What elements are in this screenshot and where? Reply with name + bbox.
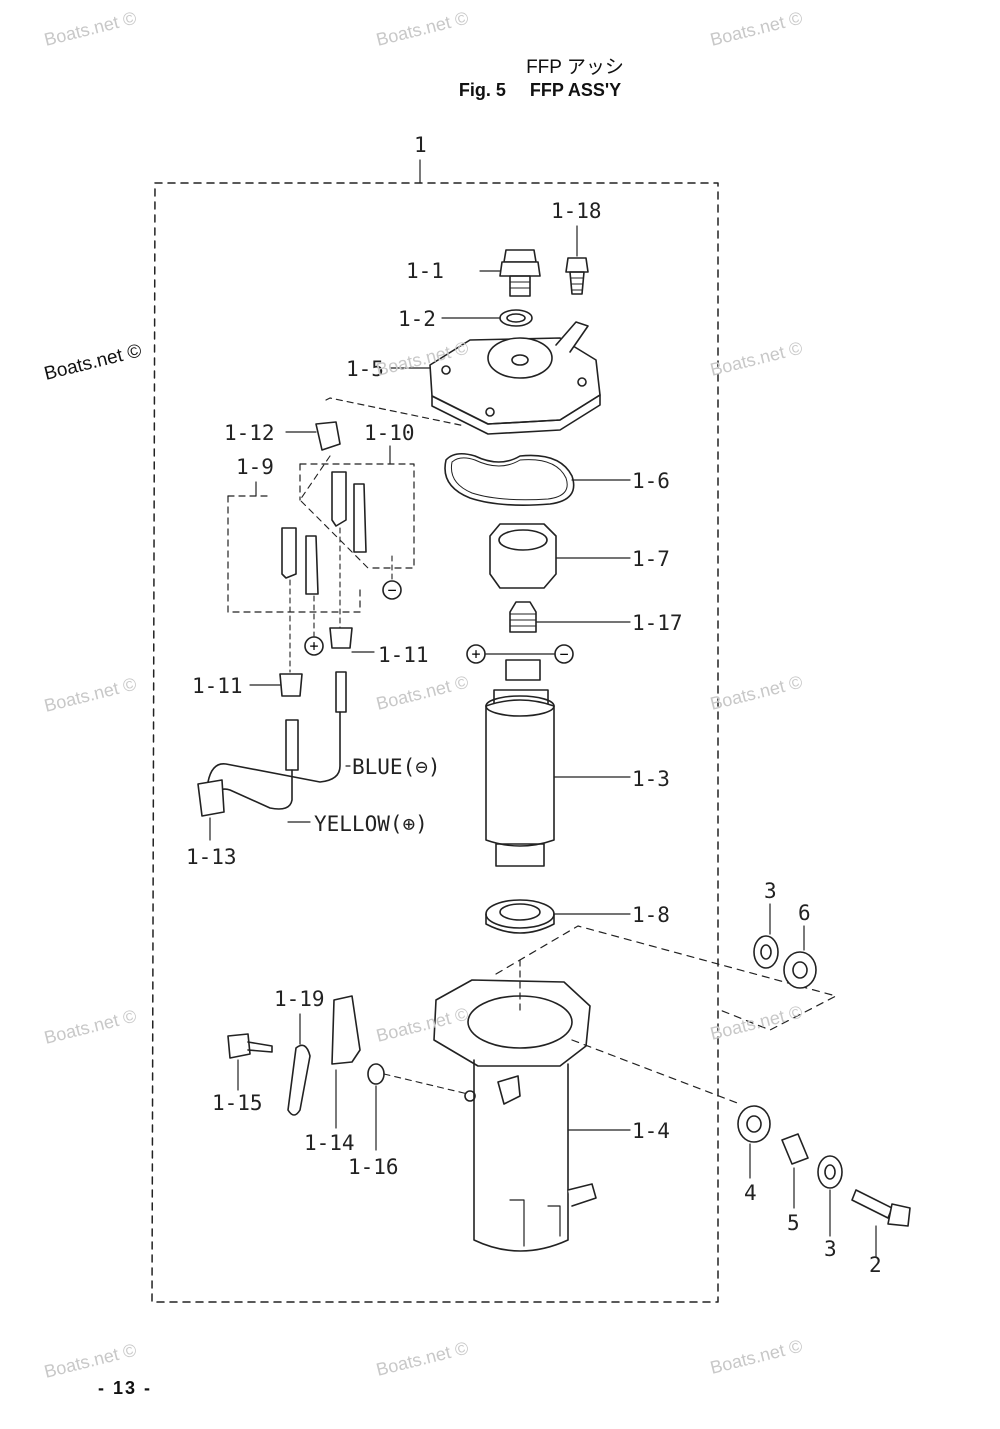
callout-1-17: 1-17	[632, 611, 683, 635]
wire-harness-1-13	[197, 671, 351, 841]
seal-1-8	[485, 899, 631, 934]
callout-1-11-lower: 1-11	[192, 674, 243, 698]
figure-number: Fig. 5	[458, 80, 506, 100]
watermarks: Boats.net © Boats.net © Boats.net © Boat…	[42, 8, 804, 1382]
callout-4: 4	[744, 1181, 757, 1205]
callout-5: 5	[787, 1211, 800, 1235]
watermark: Boats.net ©	[42, 1340, 138, 1382]
polarity-plus-terminal: +	[309, 637, 318, 655]
washer-1-2	[441, 309, 533, 327]
pump-polarity-markers	[466, 644, 574, 664]
polarity-plus-pump: +	[471, 645, 480, 663]
callout-3-upper: 3	[764, 879, 777, 903]
strap-1-19	[287, 1013, 311, 1116]
watermark: Boats.net ©	[374, 8, 470, 50]
polarity-minus-terminal: −	[387, 581, 396, 599]
body-1-4	[433, 925, 837, 1252]
watermark: Boats.net ©	[374, 1338, 470, 1380]
callout-1-2: 1-2	[398, 307, 436, 331]
callout-1-15: 1-15	[212, 1091, 263, 1115]
callout-1-9: 1-9	[236, 455, 274, 479]
callout-1-7: 1-7	[632, 547, 670, 571]
clip-1-14	[331, 995, 361, 1129]
watermark: Boats.net ©	[708, 672, 804, 714]
polarity-glyphs: + − + −	[309, 581, 568, 663]
washer-1-16	[367, 1063, 469, 1151]
cap-1-11-upper	[329, 627, 375, 653]
watermark: Boats.net ©	[42, 1006, 138, 1048]
bolt-2	[851, 1189, 911, 1257]
fitting-1-1	[479, 249, 541, 297]
callout-1-14: 1-14	[304, 1131, 355, 1155]
callout-1-19: 1-19	[274, 987, 325, 1011]
watermark: Boats.net ©	[42, 674, 138, 716]
assembly-1-boundary	[151, 182, 719, 1303]
callout-1-1: 1-1	[406, 259, 444, 283]
figure-title: Fig. 5 FFP ASS'Y	[0, 80, 1000, 101]
wire-label-yellow: YELLOW(⊕)	[314, 812, 428, 836]
callout-1-3: 1-3	[632, 767, 670, 791]
callout-1-4: 1-4	[632, 1119, 670, 1143]
callout-1: 1	[414, 133, 427, 157]
bolt-1-15	[227, 1033, 273, 1091]
polarity-minus-pump: −	[559, 645, 568, 663]
screw-1-18	[565, 225, 589, 295]
retainer-1-7	[489, 523, 631, 589]
gasket-1-6	[444, 452, 631, 506]
callout-1-16: 1-16	[348, 1155, 399, 1179]
watermark: Boats.net ©	[708, 1336, 804, 1378]
watermark: Boats.net ©	[374, 672, 470, 714]
filter-1-17	[509, 601, 631, 633]
callout-1-13: 1-13	[186, 845, 237, 869]
callout-6: 6	[798, 901, 811, 925]
fuel-pump-1-3	[485, 659, 631, 867]
figure-title-japanese: FFP アッシ	[526, 57, 624, 78]
watermark: Boats.net ©	[708, 338, 804, 380]
callout-1-12: 1-12	[224, 421, 275, 445]
cap-1-11-lower	[249, 673, 303, 697]
callout-1-11-upper: 1-11	[378, 643, 429, 667]
callout-1-18: 1-18	[551, 199, 602, 223]
watermark: Boats.net ©	[708, 8, 804, 50]
callout-1-6: 1-6	[632, 469, 670, 493]
cover-1-5	[325, 321, 601, 435]
watermark: Boats.net ©	[42, 340, 144, 384]
washer-3-upper	[753, 903, 779, 969]
washer-3-lower	[817, 1155, 843, 1237]
page-number: - 13 -	[98, 1378, 153, 1398]
wire-label-blue: BLUE(⊖)	[352, 755, 441, 779]
terminal-group-1-10	[299, 445, 415, 629]
callout-1-10: 1-10	[364, 421, 415, 445]
watermark: Boats.net ©	[42, 8, 138, 50]
figure-name: FFP ASS'Y	[529, 80, 622, 100]
collar-5	[781, 1133, 809, 1209]
connector-1-12	[285, 421, 341, 451]
callout-1-8: 1-8	[632, 903, 670, 927]
callout-labels: 1 1-18 1-1 1-2 1-5 1-12 1-10 1-9 1-6 1-7…	[186, 133, 882, 1277]
callout-2: 2	[869, 1253, 882, 1277]
grommet-4	[737, 1105, 771, 1179]
grommet-6	[783, 925, 817, 989]
terminal-group-1-9	[227, 481, 361, 673]
callout-3-lower: 3	[824, 1237, 837, 1261]
callout-1-5: 1-5	[346, 357, 384, 381]
watermark: Boats.net ©	[708, 1002, 804, 1044]
